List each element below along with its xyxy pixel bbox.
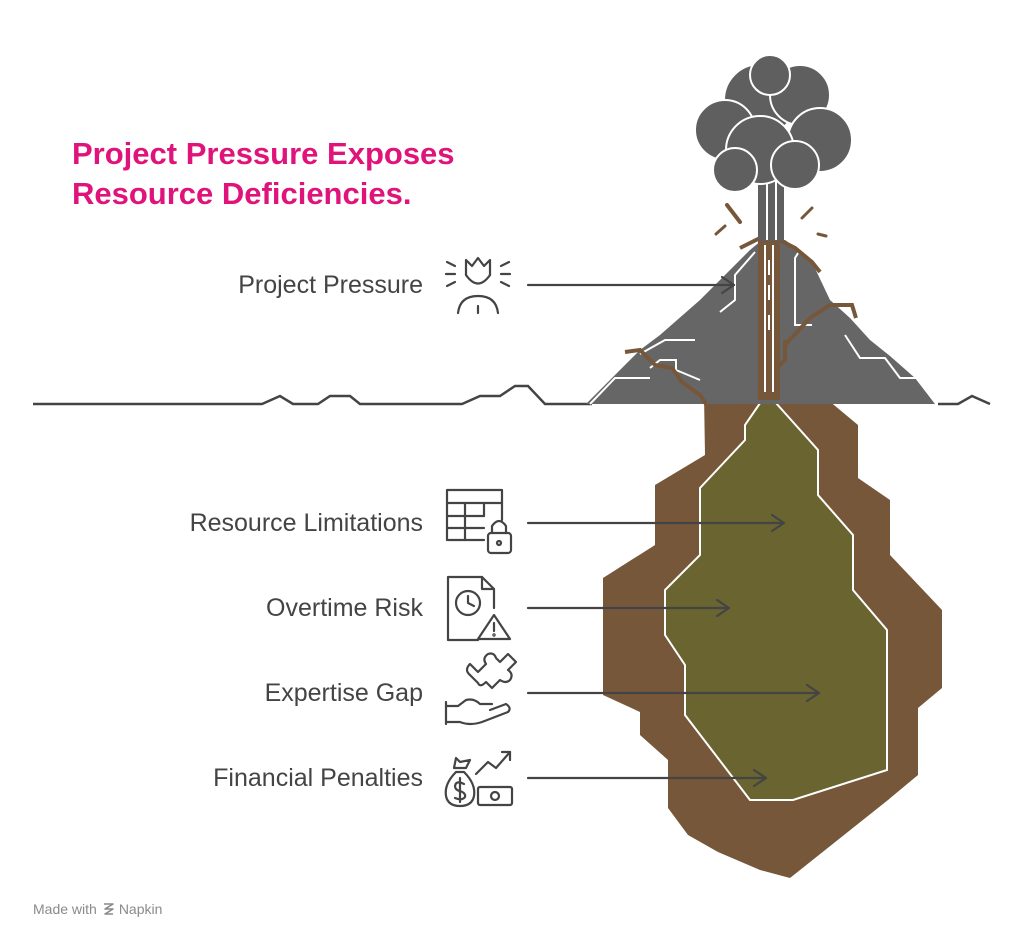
- label-financial-penalties: Financial Penalties: [213, 764, 423, 792]
- footer-made-with: Made with: [33, 901, 97, 917]
- clock-warning-document-icon: [446, 575, 512, 642]
- arrow-overtime-risk: [526, 598, 731, 618]
- hand-puzzle-icon: [444, 652, 518, 726]
- page-title: Project Pressure Exposes Resource Defici…: [72, 134, 455, 214]
- footer-brand-name: Napkin: [118, 901, 163, 917]
- stressed-person-icon: [444, 256, 512, 315]
- arrow-expertise-gap: [526, 683, 821, 703]
- locked-table-icon: [445, 488, 513, 555]
- napkin-logo-icon: [103, 903, 114, 915]
- title-line-1: Project Pressure Exposes: [72, 136, 455, 171]
- arrow-resource-limitations: [526, 513, 786, 533]
- label-overtime-risk: Overtime Risk: [266, 594, 423, 622]
- ground-line-right: [938, 394, 991, 406]
- label-project-pressure: Project Pressure: [238, 271, 423, 299]
- ground-line: [33, 384, 592, 406]
- label-resource-limitations: Resource Limitations: [189, 509, 423, 537]
- title-line-2: Resource Deficiencies.: [72, 176, 412, 211]
- underground-core: [664, 391, 888, 801]
- arrow-financial-penalties: [526, 768, 768, 788]
- arrow-project-pressure: [526, 275, 736, 295]
- eruption-cloud: [694, 54, 853, 193]
- footer-attribution: Made with Napkin: [33, 901, 162, 917]
- label-expertise-gap: Expertise Gap: [264, 679, 423, 707]
- footer-brand: Napkin: [103, 901, 163, 917]
- money-bag-growth-icon: [444, 750, 514, 808]
